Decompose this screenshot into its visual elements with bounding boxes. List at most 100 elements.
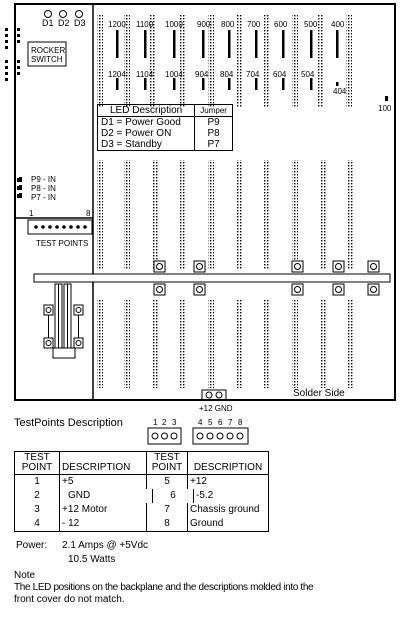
table-row: 2 GND 6 -5.2 <box>15 489 268 503</box>
led-table-jumper-1: P8 <box>194 128 233 139</box>
test-point-description: GND <box>60 489 153 503</box>
slot-label-404: 404 <box>333 87 347 96</box>
testpoint-connector-b <box>192 427 249 445</box>
connector-b-pin-4: 4 <box>198 418 203 427</box>
note-title: Note <box>14 570 36 581</box>
screw-terminals <box>153 260 380 296</box>
led-label-d1: D1 <box>42 18 54 28</box>
jumper-input-p9: P9 - IN <box>31 175 56 184</box>
test-point-description: Chassis ground <box>190 504 260 515</box>
testpoint-connector-a <box>147 427 182 445</box>
header-test-point-2: TEST POINT <box>147 452 188 475</box>
test-point-description: +12 <box>190 476 207 487</box>
test-point-number: 7 <box>147 503 188 517</box>
connector-a-pin-3: 3 <box>172 418 177 427</box>
connector-b-pin-5: 5 <box>208 418 213 427</box>
led-table-jumper-0: P9 <box>194 116 233 128</box>
led-table-jumper-2: P7 <box>194 139 233 151</box>
note-text-line-2: front cover do not match. <box>14 594 125 605</box>
jumper-input-p8: P8 - IN <box>31 184 56 193</box>
led-label-d3: D3 <box>74 18 86 28</box>
gnd-label: +12 GND <box>199 404 233 413</box>
slot-label-704: 704 <box>246 70 260 79</box>
test-point-number: 1 <box>15 475 60 489</box>
test-point-description: +5 <box>60 475 147 489</box>
test-point-description: -5.2 <box>196 490 214 501</box>
lower-connectors <box>97 300 354 388</box>
slot-label-500: 500 <box>304 20 318 29</box>
power-line-2: 10.5 Watts <box>68 554 116 565</box>
led-table-desc-1: D2 = Power ON <box>96 128 196 139</box>
middle-connectors <box>97 160 354 270</box>
test-points-strip <box>27 219 93 235</box>
rocker-switch-label-2: SWITCH <box>31 55 63 64</box>
connector-a-pin-2: 2 <box>162 418 167 427</box>
slot-label-1204: 1204 <box>108 70 126 79</box>
header-test-point-1: TEST POINT <box>15 452 60 475</box>
rocker-switch <box>27 41 67 67</box>
screw-heads <box>156 263 377 293</box>
connector-b-pin-8: 8 <box>238 418 243 427</box>
header-description-1: DESCRIPTION <box>60 452 147 475</box>
board-outline <box>14 3 396 401</box>
slot-label-804: 804 <box>220 70 234 79</box>
upper-connectors <box>97 15 352 107</box>
test-point-start: 1 <box>29 209 34 218</box>
header-description-2: DESCRIPTION <box>188 452 268 475</box>
rocker-switch-label-1: ROCKER <box>31 46 66 55</box>
slot-label-1104: 1104 <box>136 70 154 79</box>
gnd-connector <box>201 389 227 401</box>
header-test-point-2-line1: TEST <box>154 452 180 463</box>
table-row: 4 - 12 8 Ground <box>15 517 268 531</box>
slot-label-1200: 1200 <box>108 20 126 29</box>
test-point-description: - 12 <box>60 517 147 531</box>
led-table-header-jumper: Jumper <box>194 104 233 117</box>
test-point-number: 6 <box>153 489 194 503</box>
power-label: Power: <box>16 540 48 551</box>
led-table-desc-0: D1 = Power Good <box>96 116 196 128</box>
jumper-input-p7: P7 - IN <box>31 193 56 202</box>
table-row: 1 +5 5 +12 <box>15 475 268 489</box>
header-test-point-2-line2: POINT <box>151 462 183 473</box>
slot-label-1100: 1100 <box>136 20 154 29</box>
edge-connector-marks <box>5 28 20 198</box>
header-description-2-text: DESCRIPTION <box>193 462 263 473</box>
header-test-point-1-line2: POINT <box>21 462 53 473</box>
slot-label-600: 600 <box>274 20 288 29</box>
note-text-line-1: The LED positions on the backplane and t… <box>14 582 314 593</box>
header-test-point-1-line1: TEST <box>24 452 50 463</box>
test-point-description: Ground <box>190 518 224 529</box>
slot-label-800: 800 <box>221 20 235 29</box>
test-points-label: TEST POINTS <box>36 239 89 248</box>
slot-label-400: 400 <box>331 20 345 29</box>
slot-label-604: 604 <box>273 70 287 79</box>
led-table-header-desc: LED Description <box>96 104 196 117</box>
description-table-header: TEST POINT DESCRIPTION TEST POINT DESCRI… <box>15 452 268 475</box>
led-description-table: LED Description Jumper D1 = Power Good P… <box>96 104 233 151</box>
test-point-number: 5 <box>147 475 188 489</box>
bus-bar <box>33 273 391 283</box>
slot-label-1000: 1000 <box>165 20 183 29</box>
testpoint-description-table: TEST POINT DESCRIPTION TEST POINT DESCRI… <box>14 451 269 532</box>
connector-b-pin-7: 7 <box>228 418 233 427</box>
testpoints-description-title: TestPoints Description <box>14 417 123 429</box>
test-point-description: +12 Motor <box>60 503 147 517</box>
header-description-1-text: DESCRIPTION <box>62 462 131 473</box>
solder-side-label: Solder Side <box>293 388 345 399</box>
connector-a-pin-1: 1 <box>153 418 158 427</box>
power-connector-assembly <box>43 283 84 359</box>
test-point-number: 3 <box>15 503 60 517</box>
slot-label-1004: 1004 <box>165 70 183 79</box>
slot-label-504: 504 <box>301 70 315 79</box>
connector-b-pin-6: 6 <box>218 418 223 427</box>
jumper-marks <box>19 177 22 198</box>
test-point-end: 8 <box>86 209 91 218</box>
test-point-number: 2 <box>15 489 60 503</box>
slot-label-904: 904 <box>195 70 209 79</box>
slot-pins <box>116 30 388 101</box>
power-line-1: 2.1 Amps @ +5Vdc <box>62 540 149 551</box>
slot-label-100: 100 <box>378 104 392 113</box>
test-point-number: 8 <box>147 517 188 531</box>
table-row: 3 +12 Motor 7 Chassis ground <box>15 503 268 517</box>
